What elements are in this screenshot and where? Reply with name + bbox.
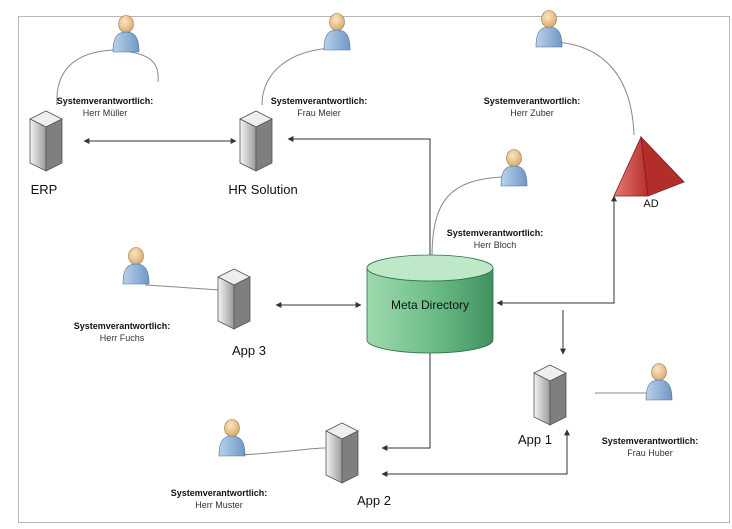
owner-label: Systemverantwortlich: Frau Meier <box>271 96 368 118</box>
server-icon <box>239 110 273 172</box>
node-label-app2: App 2 <box>357 493 391 508</box>
server-icon <box>533 364 567 426</box>
svg-text:Herr Müller: Herr Müller <box>83 108 128 118</box>
svg-text:Frau Meier: Frau Meier <box>297 108 341 118</box>
owner-label: Systemverantwortlich: Herr Müller <box>57 96 154 118</box>
owner-label: Systemverantwortlich: Herr Fuchs <box>74 321 171 343</box>
server-icon <box>325 422 359 484</box>
svg-text:Frau Huber: Frau Huber <box>627 448 673 458</box>
svg-text:Systemverantwortlich:: Systemverantwortlich: <box>74 321 171 331</box>
owner-label: Systemverantwortlich: Herr Muster <box>171 488 268 510</box>
owner-label: Systemverantwortlich: Herr Zuber <box>484 96 581 118</box>
svg-text:Herr Zuber: Herr Zuber <box>510 108 554 118</box>
server-icon <box>217 268 251 330</box>
svg-text:Systemverantwortlich:: Systemverantwortlich: <box>602 436 699 446</box>
database-icon <box>366 254 494 354</box>
person-icon <box>122 247 150 285</box>
svg-text:Systemverantwortlich:: Systemverantwortlich: <box>57 96 154 106</box>
line-meta-app2 <box>381 344 433 451</box>
person-icon <box>535 10 563 48</box>
node-label-app1: App 1 <box>518 432 552 447</box>
svg-text:Herr Bloch: Herr Bloch <box>474 240 517 250</box>
node-label-meta: Meta Directory <box>391 298 469 312</box>
owner-links <box>56 41 655 456</box>
person-icon <box>500 149 528 187</box>
server-icon <box>29 110 63 172</box>
owner-label: Systemverantwortlich: Herr Bloch <box>447 228 544 250</box>
pyramid-icon <box>613 135 685 197</box>
line-hr-meta <box>287 136 431 268</box>
svg-text:Herr Muster: Herr Muster <box>195 500 243 510</box>
line-app1-app2 <box>381 429 570 477</box>
svg-text:Systemverantwortlich:: Systemverantwortlich: <box>447 228 544 238</box>
svg-text:Systemverantwortlich:: Systemverantwortlich: <box>171 488 268 498</box>
node-label-app3: App 3 <box>232 343 266 358</box>
svg-text:Systemverantwortlich:: Systemverantwortlich: <box>484 96 581 106</box>
person-icon <box>645 363 673 401</box>
svg-text:Herr Fuchs: Herr Fuchs <box>100 333 145 343</box>
node-label-hr: HR Solution <box>228 182 297 197</box>
person-icon <box>218 419 246 457</box>
line-meta-ad <box>496 195 617 306</box>
svg-text:Systemverantwortlich:: Systemverantwortlich: <box>271 96 368 106</box>
node-label-erp: ERP <box>31 182 58 197</box>
node-label-ad: AD <box>643 198 658 210</box>
owner-label: Systemverantwortlich: Frau Huber <box>602 436 699 458</box>
person-icon <box>112 15 140 53</box>
person-icon <box>323 13 351 51</box>
connectors <box>83 136 617 477</box>
